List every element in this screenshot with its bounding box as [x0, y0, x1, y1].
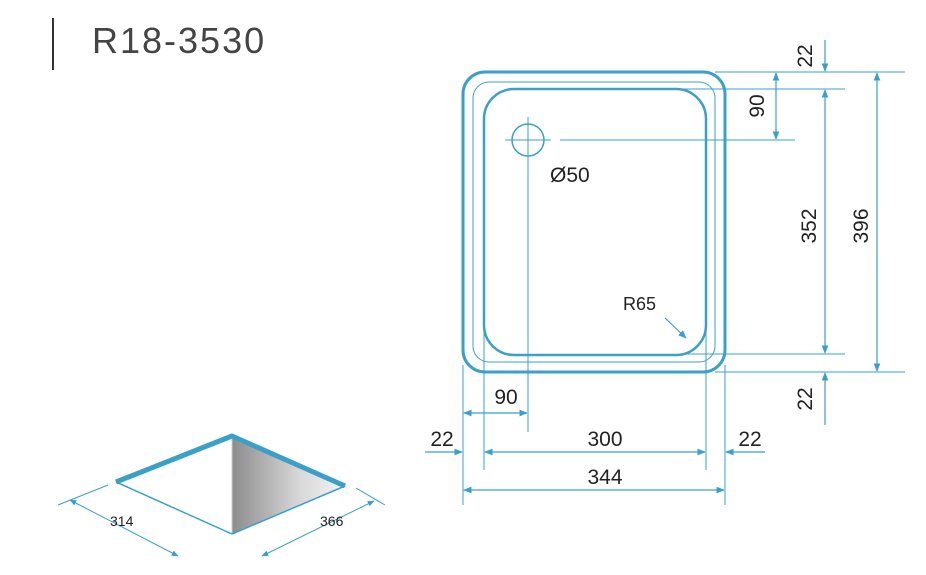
iso-dim-left: 314 [110, 513, 134, 529]
iso-dim-right: 366 [320, 513, 344, 529]
dim-inner-height: 352 [798, 208, 821, 243]
dimension-arrows [425, 40, 881, 494]
dim-drain-offset-top: 90 [746, 94, 769, 117]
dim-right-margin: 22 [738, 428, 761, 451]
dim-bottom-margin: 22 [794, 387, 817, 410]
title-divider [52, 18, 54, 70]
dim-outer-height: 396 [850, 208, 873, 243]
dim-drain-offset-left: 90 [494, 386, 517, 409]
drain-diameter-label: Ø50 [550, 164, 590, 187]
sink-isometric-view [115, 433, 347, 535]
corner-radius-label: R65 [623, 294, 656, 314]
sink-outer-rim [461, 70, 727, 374]
dim-outer-width: 344 [587, 466, 622, 489]
dim-inner-width: 300 [587, 428, 622, 451]
extension-lines [462, 71, 905, 505]
dim-left-margin: 22 [430, 428, 453, 451]
sink-rim-inner-edge [472, 81, 716, 363]
product-title: R18-3530 [92, 20, 267, 61]
sink-plan-view [461, 70, 727, 374]
dim-top-margin: 22 [794, 44, 817, 67]
iso-dimension-lines [57, 484, 386, 557]
sink-bowl [482, 87, 708, 357]
